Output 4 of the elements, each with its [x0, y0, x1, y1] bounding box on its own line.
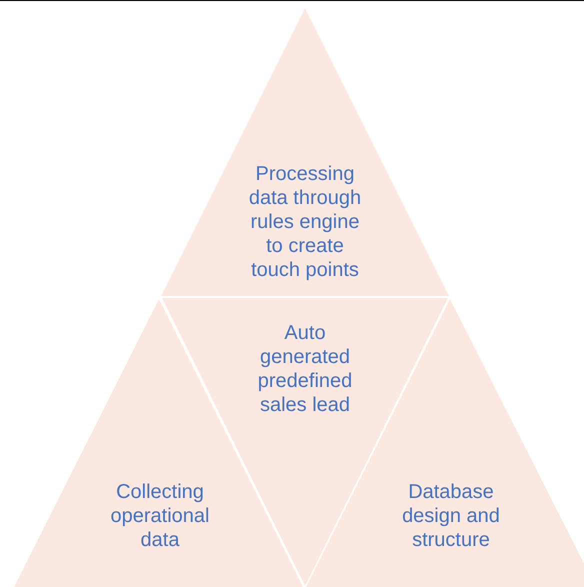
triangle-label: Processing data through rules engine to create touch points: [248, 162, 362, 282]
triangle-label: Auto generated predefined sales lead: [256, 321, 354, 417]
triangle-label: Collecting operational data: [110, 480, 210, 552]
triangle-label: Database design and structure: [401, 480, 501, 552]
